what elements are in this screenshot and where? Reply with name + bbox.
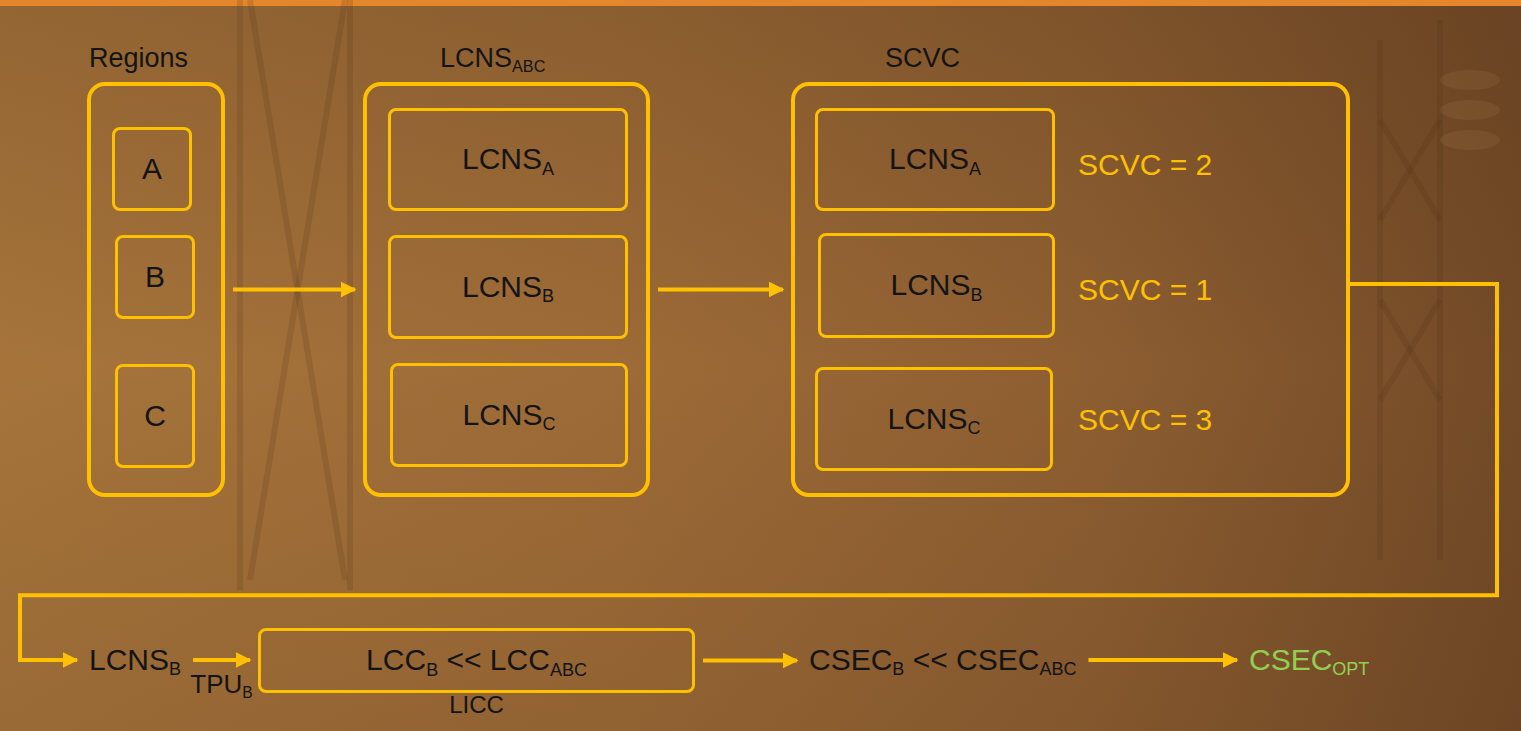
connector-arrow: [703, 659, 797, 663]
text-run: B: [971, 285, 983, 305]
text-run: ABC: [550, 660, 587, 680]
process-box: LCNSB: [818, 233, 1055, 338]
text-run: C: [144, 399, 166, 432]
text-node: CSECB << CSECABC: [805, 641, 1080, 680]
connector-arrow: [20, 284, 1497, 660]
text-run: LCC: [366, 643, 426, 676]
text-run: B: [242, 684, 252, 701]
text-run: SCVC = 1: [1078, 273, 1212, 306]
insulator-glints: [1440, 70, 1500, 150]
text-run: CSEC: [1249, 643, 1332, 676]
text-run: B: [169, 659, 181, 679]
text-run: << LCC: [438, 643, 550, 676]
text-node: CSECOPT: [1245, 641, 1373, 680]
process-box: C: [115, 364, 195, 468]
group-heading: Regions: [89, 43, 188, 74]
score-label: SCVC = 2: [1078, 148, 1212, 183]
text-run: LCNS: [462, 142, 542, 175]
group-box: SCVCLCNSALCNSBLCNSC: [791, 82, 1350, 497]
text-run: B: [542, 286, 554, 306]
node-text: CSECOPT: [1249, 643, 1369, 678]
tower-lattice: [240, 0, 1440, 590]
box-caption: LICC: [449, 692, 504, 718]
text-run: B: [145, 260, 165, 293]
process-box: LCCB << LCCABCLICC: [258, 628, 695, 693]
node-text: C: [144, 399, 166, 434]
top-band: [0, 0, 1521, 6]
node-text: LCNSC: [462, 398, 555, 433]
score-label: SCVC = 3: [1078, 403, 1212, 438]
group-heading: SCVC: [885, 43, 960, 74]
text-run: A: [969, 159, 981, 179]
group-heading: LCNSABC: [440, 43, 545, 74]
edge-label: TPUB: [190, 670, 252, 700]
text-run: LCNS: [890, 268, 970, 301]
text-run: B: [892, 659, 904, 679]
text-run: ABC: [1039, 659, 1076, 679]
process-box: LCNSA: [815, 108, 1055, 211]
node-text: B: [145, 260, 165, 295]
group-box: RegionsABC: [87, 82, 225, 497]
text-run: SCVC = 2: [1078, 148, 1212, 181]
connector-arrow: [658, 288, 783, 292]
process-box: LCNSA: [388, 108, 628, 211]
text-node: LCNSB: [85, 641, 185, 680]
process-box: LCNSB: [388, 235, 628, 339]
process-box: LCNSC: [390, 363, 628, 467]
text-run: LCNS: [462, 270, 542, 303]
text-run: LCNS: [889, 142, 969, 175]
text-run: B: [426, 660, 438, 680]
node-text: LCNSB: [89, 643, 181, 678]
text-run: ABC: [512, 57, 545, 75]
text-run: LCNS: [887, 402, 967, 435]
node-text: LCNSB: [462, 270, 554, 305]
node-text: CSECB << CSECABC: [809, 643, 1076, 678]
text-run: A: [542, 159, 554, 179]
connector-arrow: [1088, 658, 1237, 662]
process-box: A: [112, 127, 192, 211]
text-run: LCNS: [462, 398, 542, 431]
score-label: SCVC = 1: [1078, 273, 1212, 308]
node-text: LCNSA: [462, 142, 554, 177]
text-run: OPT: [1332, 659, 1369, 679]
text-run: LICC: [449, 691, 504, 718]
text-run: C: [543, 414, 556, 434]
connector-arrow: [193, 658, 250, 662]
node-text: LCNSA: [889, 142, 981, 177]
text-run: CSEC: [809, 643, 892, 676]
text-run: LCNS: [89, 643, 169, 676]
text-run: SCVC: [885, 43, 960, 73]
text-run: << CSEC: [904, 643, 1039, 676]
group-box: LCNSABCLCNSALCNSBLCNSC: [363, 82, 650, 497]
process-box: B: [115, 235, 195, 319]
node-text: A: [142, 152, 162, 187]
text-run: C: [968, 418, 981, 438]
connector-arrow: [233, 288, 355, 292]
text-run: LCNS: [440, 43, 512, 73]
text-run: A: [142, 152, 162, 185]
process-box: LCNSC: [815, 367, 1053, 471]
node-text: LCCB << LCCABC: [366, 643, 587, 678]
text-run: Regions: [89, 43, 188, 73]
node-text: LCNSC: [887, 402, 980, 437]
node-text: LCNSB: [890, 268, 982, 303]
text-run: TPU: [190, 669, 242, 699]
text-run: SCVC = 3: [1078, 403, 1212, 436]
